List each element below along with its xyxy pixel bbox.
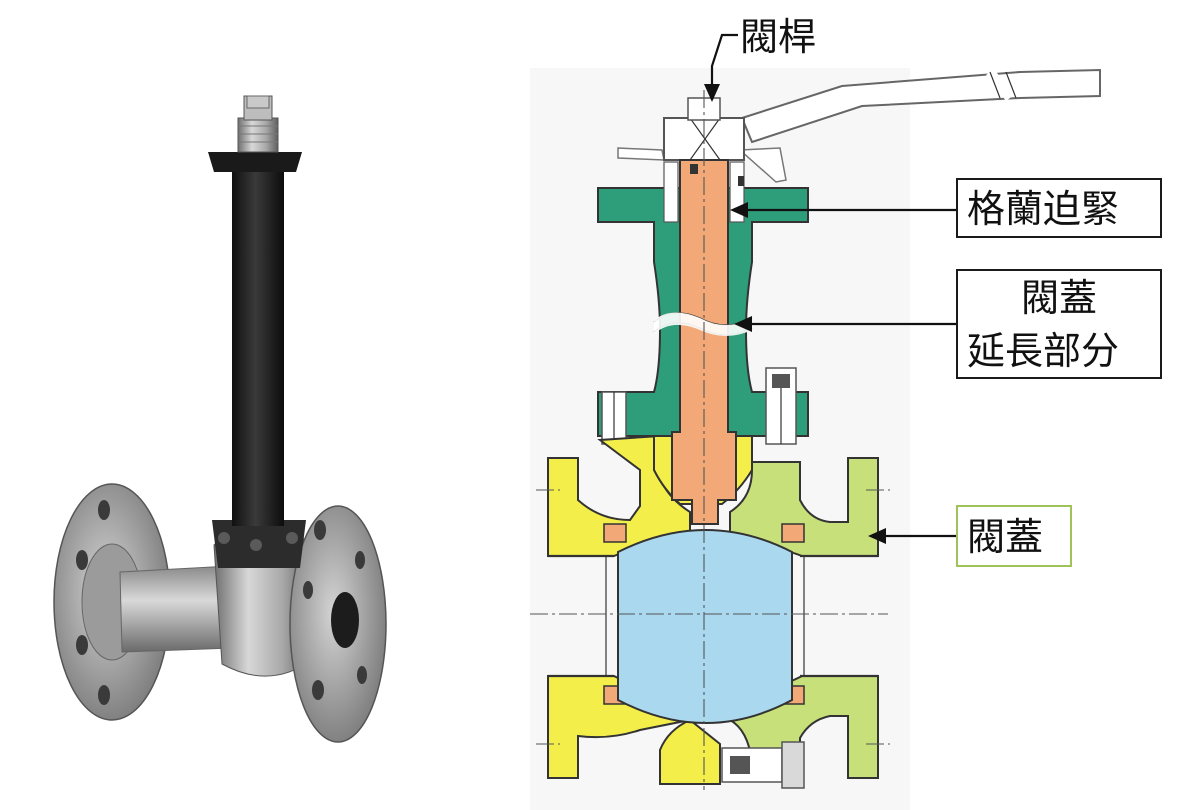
gland-label: 格蘭迫緊	[967, 187, 1119, 231]
valve-photo	[53, 95, 387, 743]
stem-section	[671, 159, 737, 525]
gland-callout: 格蘭迫緊	[730, 178, 1162, 238]
stem-top	[246, 95, 270, 109]
left-pipe	[119, 565, 233, 653]
bonnet-callout: 閥蓋	[868, 505, 1072, 567]
extension-callout: 閥蓋 延長部分	[734, 269, 1162, 379]
bonnet-label: 閥蓋	[967, 515, 1043, 559]
cross-section	[530, 68, 1101, 810]
extension-label-line2: 延長部分	[967, 329, 1119, 373]
extension-label-line1: 閥蓋	[1021, 276, 1097, 320]
stem-label: 閥桿	[740, 15, 816, 59]
lever-handle	[740, 68, 1101, 144]
ball	[617, 529, 793, 724]
extended-bonnet	[232, 168, 284, 526]
top-flange	[208, 152, 302, 172]
stem-callout: 閥桿	[704, 15, 816, 102]
